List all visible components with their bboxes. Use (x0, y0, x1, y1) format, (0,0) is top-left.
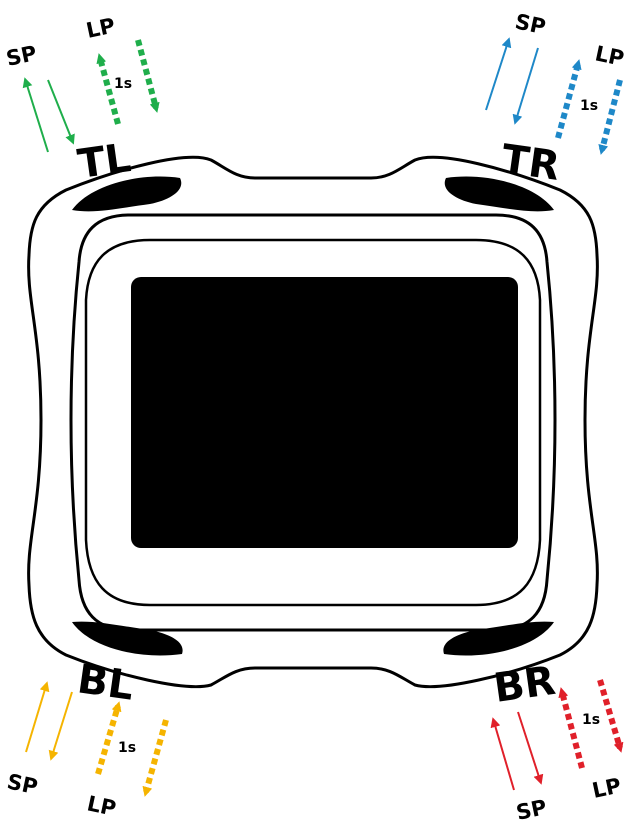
bl-duration-label: 1s (118, 740, 136, 756)
tl-duration-label: 1s (114, 76, 132, 92)
tl-lp-arrow-down (138, 40, 156, 108)
tr-sp-arrow-up (486, 42, 508, 110)
br-sp-arrow-down (518, 712, 540, 780)
br-sp-label: SP (514, 795, 549, 825)
bl-label: BL (75, 656, 137, 709)
tl-lp-label: LP (84, 13, 117, 42)
bl-sp-label: SP (5, 769, 40, 799)
tr-annotation: TR SP LP 1s (486, 9, 626, 190)
bl-lp-arrow-up (98, 706, 118, 774)
tl-sp-arrow-down (48, 80, 72, 140)
tl-sp-arrow-up (26, 82, 48, 152)
br-label: BR (491, 658, 558, 712)
tl-annotation: TL SP LP 1s (4, 13, 156, 187)
br-lp-arrow-up (562, 692, 582, 768)
display-screen (131, 277, 518, 548)
br-lp-arrow-down (600, 680, 620, 748)
bl-sp-arrow-up (26, 686, 46, 752)
device-body (29, 157, 598, 686)
tr-lp-arrow-down (602, 80, 620, 150)
tl-sp-label: SP (4, 41, 39, 71)
bl-lp-label: LP (85, 791, 118, 820)
br-annotation: BR SP LP 1s (491, 658, 623, 825)
tr-lp-arrow-up (558, 64, 578, 138)
tr-sp-arrow-down (516, 48, 538, 120)
bl-sp-arrow-down (52, 692, 72, 756)
tr-duration-label: 1s (580, 98, 598, 114)
tl-label: TL (75, 135, 134, 188)
bl-annotation: BL SP LP 1s (5, 656, 166, 821)
tr-lp-label: LP (593, 41, 626, 70)
tr-label: TR (499, 136, 563, 190)
br-sp-arrow-up (494, 722, 514, 790)
br-duration-label: 1s (582, 712, 600, 728)
tr-sp-label: SP (513, 9, 548, 39)
br-lp-label: LP (590, 773, 623, 802)
bl-lp-arrow-down (146, 720, 166, 792)
